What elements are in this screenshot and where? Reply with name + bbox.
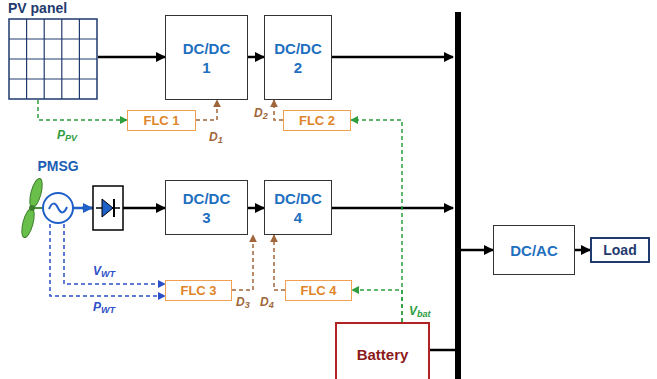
signal-connector [274, 100, 283, 120]
node-label: DC/AC [510, 241, 558, 260]
rectifier-box [93, 186, 123, 230]
power-connector [248, 56, 264, 59]
node-label: DC/DC 3 [183, 189, 231, 227]
signal-label: D4 [259, 295, 275, 309]
diode-bar [113, 199, 115, 217]
signal-connector [64, 224, 165, 284]
converter-box: DC/DC 1 [165, 15, 248, 100]
turbine-blade [27, 177, 44, 209]
pv-panel: PV panel [8, 0, 98, 100]
signal-label: D3 [235, 295, 251, 309]
dcdc4-bus-wire [332, 207, 453, 210]
dc-bus-bar [455, 12, 461, 379]
pv-cell-line [9, 78, 97, 79]
signal-connector [38, 100, 127, 120]
power-connector [98, 56, 165, 59]
signal-connector [274, 235, 285, 290]
turbine-blade [19, 207, 36, 239]
signal-connector [351, 120, 402, 322]
node-label: PV panel [8, 0, 98, 16]
node-label: Load [603, 242, 636, 258]
pv-frame [9, 19, 97, 99]
node-label: DC/DC 4 [274, 189, 322, 227]
converter-box: DC/AC [493, 225, 575, 275]
node-label: FLC 4 [300, 283, 336, 298]
converter-box: DC/DC 2 [264, 15, 332, 100]
fuzzy-controller-box: FLC 3 [165, 280, 232, 301]
generator: PMSG [34, 158, 82, 224]
load-box: Load [590, 237, 650, 263]
diode-symbol [102, 199, 113, 217]
ac-symbol [49, 204, 67, 213]
node-label: FLC 3 [180, 283, 216, 298]
dcdc2-bus-wire [332, 56, 453, 59]
generator-symbol [34, 192, 82, 224]
converter-box: DC/DC 3 [165, 180, 248, 235]
fuzzy-controller-box: FLC 2 [283, 110, 351, 131]
battery-box: Battery [335, 322, 430, 379]
signal-connector [232, 235, 253, 290]
signal-label: Vbat [408, 304, 432, 318]
pv-cell-line [9, 58, 97, 59]
generator-circle [43, 193, 73, 223]
pv-cell-line [9, 38, 97, 39]
node-label: DC/DC 2 [274, 39, 322, 77]
signal-connector [196, 100, 217, 120]
turbine-hub [29, 205, 35, 211]
power-connector [575, 249, 590, 252]
converter-box: DC/DC 4 [264, 180, 332, 235]
signal-label: D2 [253, 106, 269, 120]
signal-label: D1 [208, 130, 224, 144]
fuzzy-controller-box: FLC 4 [285, 280, 352, 301]
signal-label: PWT [92, 300, 116, 314]
power-connector [248, 207, 264, 210]
pv-grid [8, 18, 98, 100]
generator-output-wire [73, 207, 92, 210]
signal-label: PPV [56, 128, 78, 142]
node-label: DC/DC 1 [183, 39, 231, 77]
signal-connector [50, 224, 165, 296]
node-label: PMSG [34, 158, 82, 174]
bus-inverter-wire [461, 249, 493, 252]
signal-connector [352, 290, 402, 322]
node-label: FLC 1 [143, 113, 179, 128]
node-label: Battery [357, 346, 409, 363]
battery-bus-wire [430, 349, 455, 352]
fuzzy-controller-box: FLC 1 [127, 110, 196, 131]
signal-label: VWT [92, 264, 116, 278]
node-label: FLC 2 [299, 113, 335, 128]
